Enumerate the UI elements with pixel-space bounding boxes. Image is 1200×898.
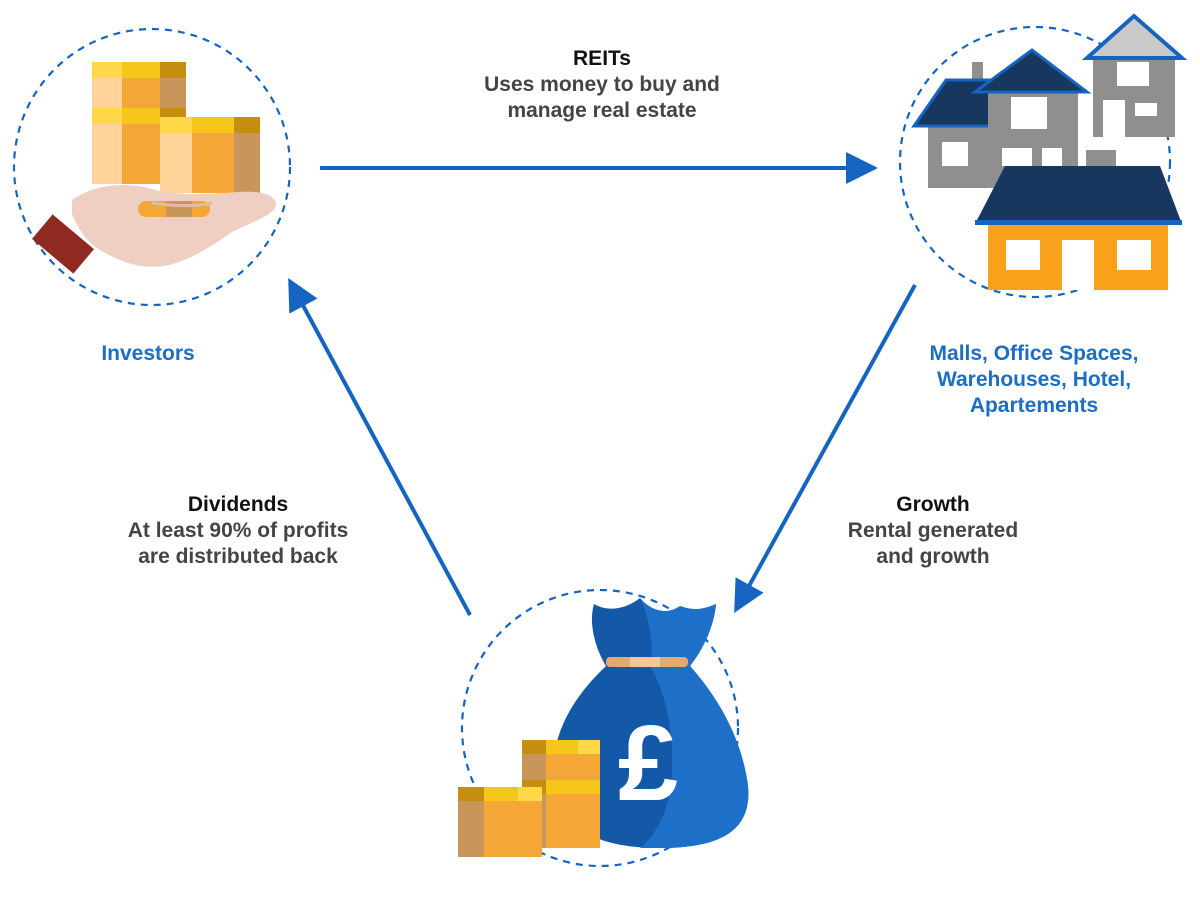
money-circle <box>460 588 740 868</box>
properties-line-1: Malls, Office Spaces, <box>929 342 1139 365</box>
investors-circle <box>12 27 292 307</box>
growth-line-2: and growth <box>876 545 990 568</box>
properties-line-2: Warehouses, Hotel, <box>936 368 1132 391</box>
pound-symbol: £ <box>618 702 678 823</box>
growth-label: Growth Rental generated and growth <box>818 492 1048 570</box>
dividends-label: Dividends At least 90% of profits are di… <box>98 492 378 570</box>
reits-line-2: manage real estate <box>507 99 697 122</box>
houses-icon <box>911 13 1188 290</box>
properties-circle <box>898 25 1172 299</box>
growth-title: Growth <box>896 493 970 516</box>
money-bag-pound-icon: £ <box>553 598 749 848</box>
hand-holding-coins-icon <box>32 62 277 274</box>
reits-line-1: Uses money to buy and <box>484 73 720 96</box>
dividends-arrow <box>288 277 472 616</box>
reits-title: REITs <box>573 47 631 70</box>
growth-arrow <box>734 284 917 614</box>
growth-line-1: Rental generated <box>847 519 1019 542</box>
dividends-line-2: are distributed back <box>138 545 338 568</box>
dividends-title: Dividends <box>187 493 289 516</box>
dividends-line-1: At least 90% of profits <box>127 519 349 542</box>
coin-stacks-icon <box>458 740 600 857</box>
investors-label: Investors <box>48 341 248 367</box>
properties-line-3: Apartements <box>969 394 1099 417</box>
investors-label-text: Investors <box>101 342 195 365</box>
reits-label: REITs Uses money to buy and manage real … <box>452 46 752 124</box>
properties-label: Malls, Office Spaces, Warehouses, Hotel,… <box>900 341 1168 419</box>
